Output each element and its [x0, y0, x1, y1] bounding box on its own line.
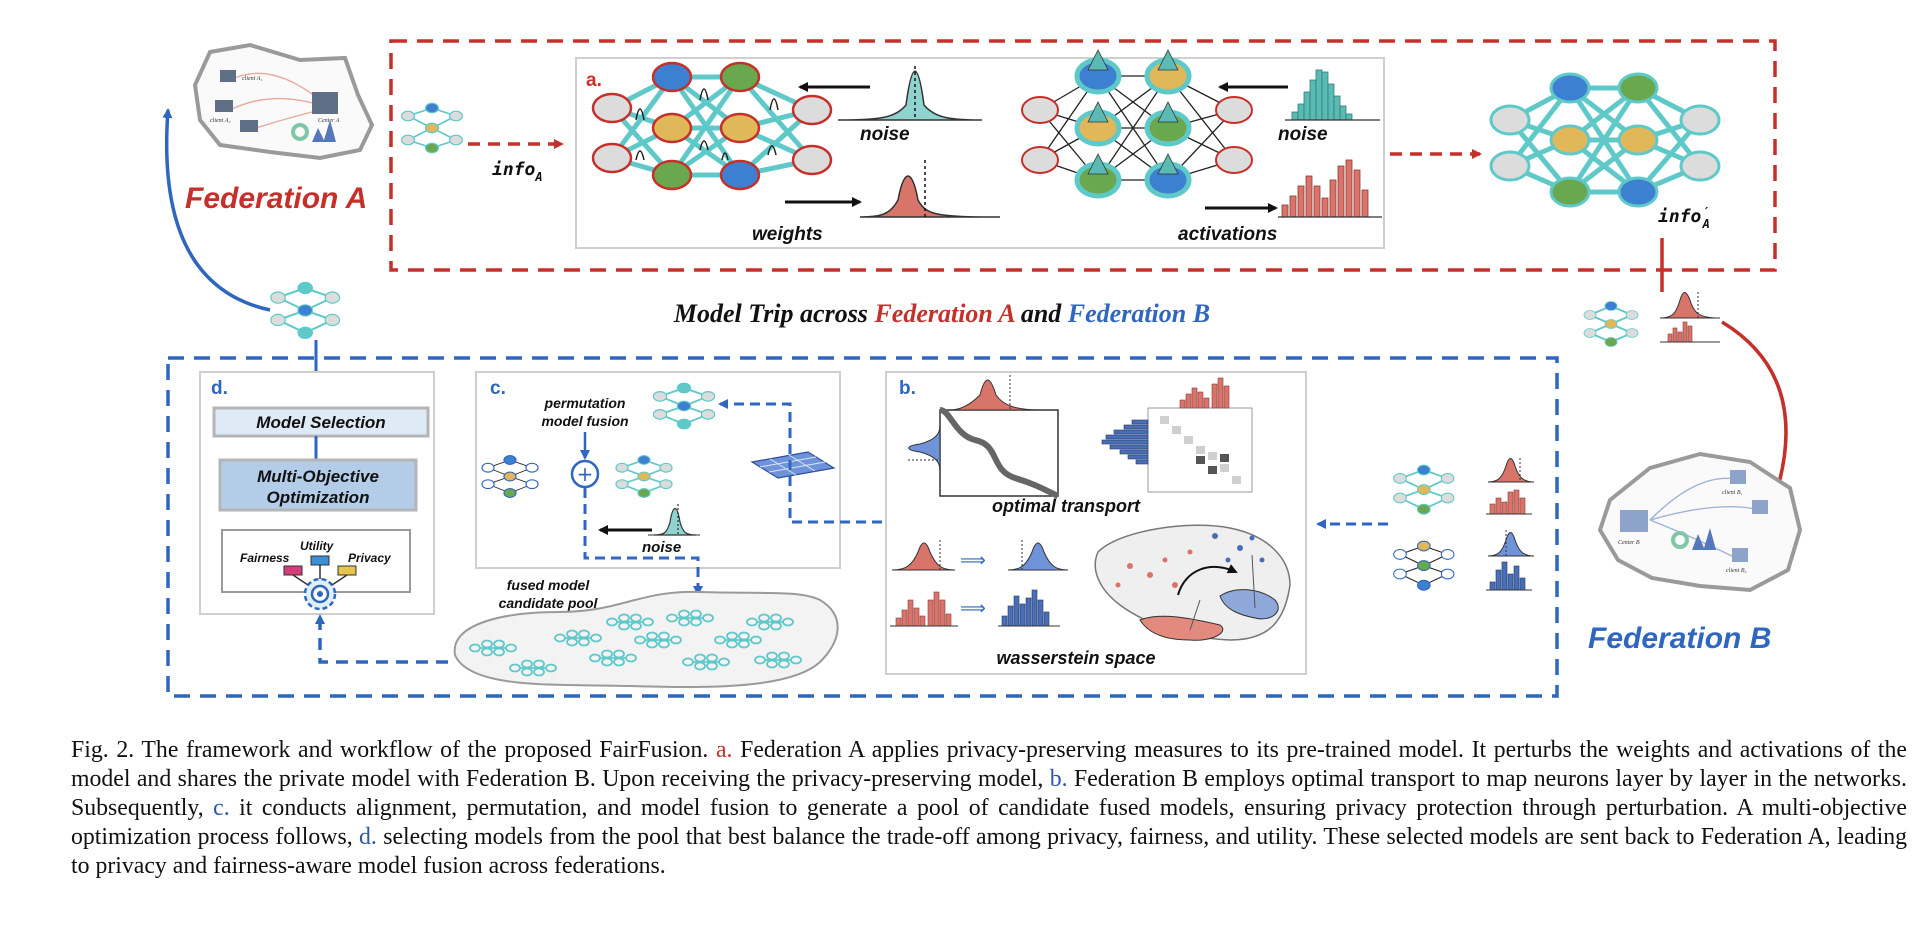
- map-a-center: Center A: [318, 118, 340, 124]
- federation-b-region: [166, 356, 1559, 698]
- noise-curve-c: [653, 507, 697, 536]
- pool-label-line2: candidate pool: [499, 595, 599, 611]
- moo-box: [218, 458, 418, 512]
- fused-nn-icon: [652, 382, 716, 430]
- caption-ref-a: a.: [715, 737, 733, 763]
- building-icon: [215, 70, 338, 132]
- mini-chart-icon: [312, 120, 336, 142]
- private-model-network: [1489, 72, 1721, 208]
- federation-b-map: client B₁ client B₂ Center B: [1597, 451, 1803, 593]
- candidate-models: [469, 609, 802, 677]
- caption-part4: selecting models from the pool that best…: [71, 824, 1907, 879]
- nn-transit-icon: [1583, 301, 1639, 347]
- received-model-b-dists: [1486, 530, 1535, 591]
- received-model-a-icon: [1393, 464, 1455, 515]
- transport-matrix-icon: [750, 451, 836, 479]
- noise-histogram-activations: [1291, 69, 1353, 121]
- model-trip-title: Model Trip across Federation A and Feder…: [673, 299, 1210, 328]
- noise-curve-weights: [837, 70, 983, 121]
- utility-tag-icon: [310, 555, 330, 566]
- privacy-label: Privacy: [348, 551, 392, 565]
- utility-label: Utility: [300, 539, 335, 553]
- return-arrow-to-a: [162, 108, 271, 312]
- model-2-nn-icon: [615, 455, 673, 498]
- model-selection-box: [212, 406, 430, 438]
- panel-c-letter: c.: [490, 378, 506, 399]
- nn-returned-icon: [270, 281, 341, 340]
- plus-sign-icon: +: [577, 462, 594, 486]
- caption-part3: it conducts alignment, permutation, and …: [71, 795, 1907, 850]
- maps-to-icon-2: ⟹: [960, 598, 986, 619]
- federation-a-region: [389, 39, 1777, 272]
- model-1-nn-icon: [481, 455, 539, 498]
- optimal-transport-label: optimal transport: [992, 496, 1141, 516]
- noise-label-a: noise: [860, 124, 910, 145]
- privacy-tag-icon: [337, 565, 357, 576]
- map-b-client-b2: client B₂: [1726, 568, 1747, 574]
- transport-map-plot: [908, 375, 1060, 499]
- activations-network: [1021, 49, 1253, 199]
- framework-figure: client A₁ client A₂ Center A Federation …: [162, 39, 1803, 698]
- weights-distribution: [859, 175, 1001, 218]
- map-b-chart-icon: [1692, 528, 1716, 550]
- caption-ref-d: d.: [359, 824, 377, 850]
- moo-label-line1: Multi-Objective: [257, 467, 379, 486]
- model-fusion-label: model fusion: [541, 413, 628, 429]
- distribution-mapping: ⟹ ⟹: [890, 540, 1069, 627]
- received-model-a-dists: [1486, 458, 1535, 515]
- federation-a-map: client A₁ client A₂ Center A: [192, 42, 375, 161]
- weights-network: [591, 61, 833, 191]
- map-a-client-a2: client A₂: [210, 118, 230, 124]
- weights-label: weights: [752, 224, 823, 245]
- caption-ref-b: b.: [1049, 766, 1068, 792]
- caption-part2: Federation B employs optimal transport t…: [71, 766, 1908, 821]
- map-b-donut-icon: [1671, 531, 1689, 549]
- wasserstein-manifold: [1094, 524, 1291, 641]
- activations-label: activations: [1178, 224, 1277, 245]
- panel-d-letter: d.: [211, 378, 228, 399]
- info-a-prime-label: info′A: [1658, 205, 1710, 231]
- fairness-tag-icon: [283, 565, 303, 576]
- permutation-label: permutation: [544, 395, 626, 411]
- received-model-b-icon: [1393, 540, 1455, 591]
- b-to-c-arrow: [718, 399, 882, 524]
- caption-ref-c: c.: [213, 795, 230, 821]
- pool-to-selection-arrow: [315, 614, 448, 664]
- caption-part1: Federation A applies privacy-preserving …: [71, 737, 1907, 792]
- gear-icon: [303, 577, 337, 611]
- panel-a-letter: a.: [586, 70, 602, 91]
- noise-label-c: noise: [642, 539, 681, 556]
- model-selection-label: Model Selection: [256, 413, 385, 432]
- map-b-center: Center B: [1618, 540, 1640, 546]
- caption-prefix: Fig. 2. The framework and workflow of th…: [71, 737, 716, 763]
- federation-a-label: Federation A: [185, 182, 367, 215]
- moo-label-line2: Optimization: [267, 488, 370, 507]
- panel-b-letter: b.: [899, 378, 916, 399]
- nn-input-icon: [400, 102, 464, 154]
- transit-distributions: [1659, 292, 1721, 343]
- figure-caption: Fig. 2. The framework and workflow of th…: [71, 736, 1907, 881]
- transport-matrix-plot: [1101, 377, 1253, 493]
- donut-icon: [291, 123, 309, 141]
- map-b-client-b1: client B₁: [1722, 490, 1743, 496]
- info-a-label: infoA: [492, 159, 543, 184]
- maps-to-icon: ⟹: [960, 550, 986, 571]
- fairness-label: Fairness: [240, 551, 290, 565]
- federation-b-label: Federation B: [1588, 622, 1771, 655]
- map-a-client-a1: client A₁: [242, 76, 262, 82]
- noise-label-activations: noise: [1278, 124, 1328, 145]
- wasserstein-space-label: wasserstein space: [996, 648, 1155, 668]
- pool-label-line1: fused model: [507, 577, 591, 593]
- fusion-to-pool-arrow: [583, 488, 703, 596]
- plus-icon: [570, 459, 600, 489]
